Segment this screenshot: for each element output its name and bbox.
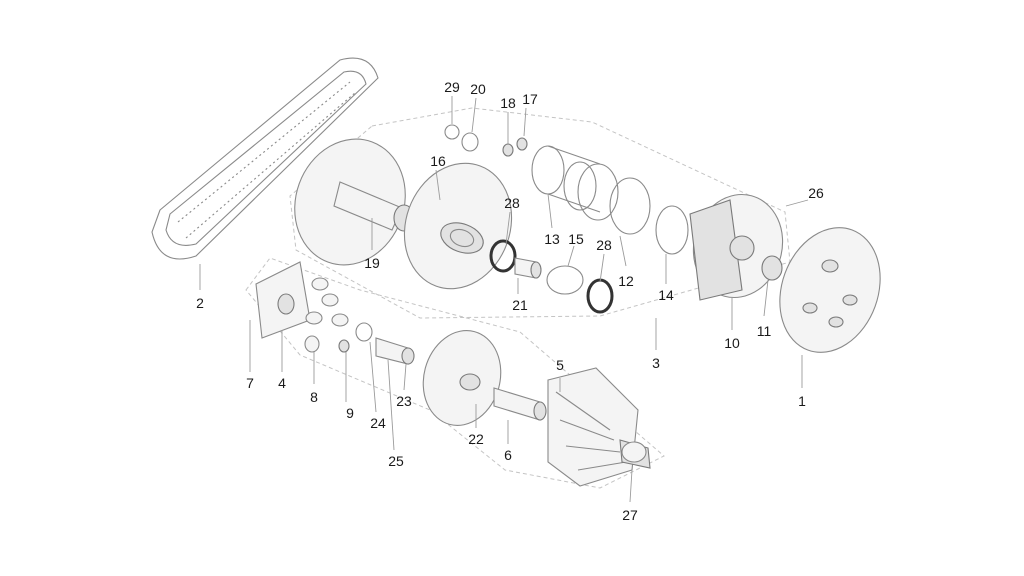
callout-27: 27	[622, 507, 638, 523]
washer-17	[516, 137, 528, 151]
o-ring-15	[546, 265, 584, 295]
ring-14	[655, 205, 689, 255]
seal-ring-28-upper	[489, 239, 517, 273]
leader-lines	[199, 96, 809, 503]
callout-labels: 2 1 3 4 5 6 7 8 9 10 11 12 13 14 15 16 1…	[196, 79, 824, 523]
callout-15: 15	[568, 231, 584, 247]
callout-3: 3	[652, 355, 660, 371]
callout-26: 26	[808, 185, 824, 201]
callout-19: 19	[364, 255, 380, 271]
callout-28-lower: 28	[596, 237, 612, 253]
callout-12: 12	[618, 273, 634, 289]
callout-22: 22	[468, 431, 484, 447]
callout-28-upper: 28	[504, 195, 520, 211]
washer-9	[338, 339, 350, 353]
hub-27	[619, 439, 651, 469]
front-half-pulley	[422, 330, 502, 426]
callout-16: 16	[430, 153, 446, 169]
bushing-6	[493, 387, 547, 421]
callout-10: 10	[724, 335, 740, 351]
spacer-25	[375, 337, 415, 365]
callout-1: 1	[798, 393, 806, 409]
circlip-20	[461, 132, 479, 152]
contrast-spring-13	[531, 145, 601, 213]
callout-29: 29	[444, 79, 460, 95]
callout-21: 21	[512, 297, 528, 313]
callout-23: 23	[396, 393, 412, 409]
callout-9: 9	[346, 405, 354, 421]
nut-18	[502, 143, 514, 157]
callout-7: 7	[246, 375, 254, 391]
o-ring-12	[577, 163, 651, 235]
roller-holder-plate	[255, 261, 311, 339]
callout-4: 4	[278, 375, 286, 391]
callout-6: 6	[504, 447, 512, 463]
callout-5: 5	[556, 357, 564, 373]
bushing-21-end	[530, 261, 542, 279]
callout-18: 18	[500, 95, 516, 111]
washer-8	[304, 335, 320, 353]
o-ring-24	[355, 322, 373, 342]
drive-belt	[151, 57, 379, 260]
callout-24: 24	[370, 415, 386, 431]
callout-25: 25	[388, 453, 404, 469]
rear-pulley-group-outline	[289, 107, 791, 319]
bushing-11	[761, 255, 783, 281]
variator-rollers	[305, 277, 349, 327]
callout-13: 13	[544, 231, 560, 247]
washer-29	[444, 124, 460, 140]
callout-17: 17	[522, 91, 538, 107]
seal-ring-28-lower	[586, 278, 614, 314]
callout-8: 8	[310, 389, 318, 405]
callout-20: 20	[470, 81, 486, 97]
callout-2: 2	[196, 295, 204, 311]
clutch-assembly	[689, 193, 784, 301]
cooling-fan	[547, 367, 639, 487]
callout-11: 11	[757, 323, 772, 339]
clutch-bell	[779, 227, 881, 353]
movable-half-pulley	[403, 162, 513, 290]
callout-14: 14	[658, 287, 674, 303]
